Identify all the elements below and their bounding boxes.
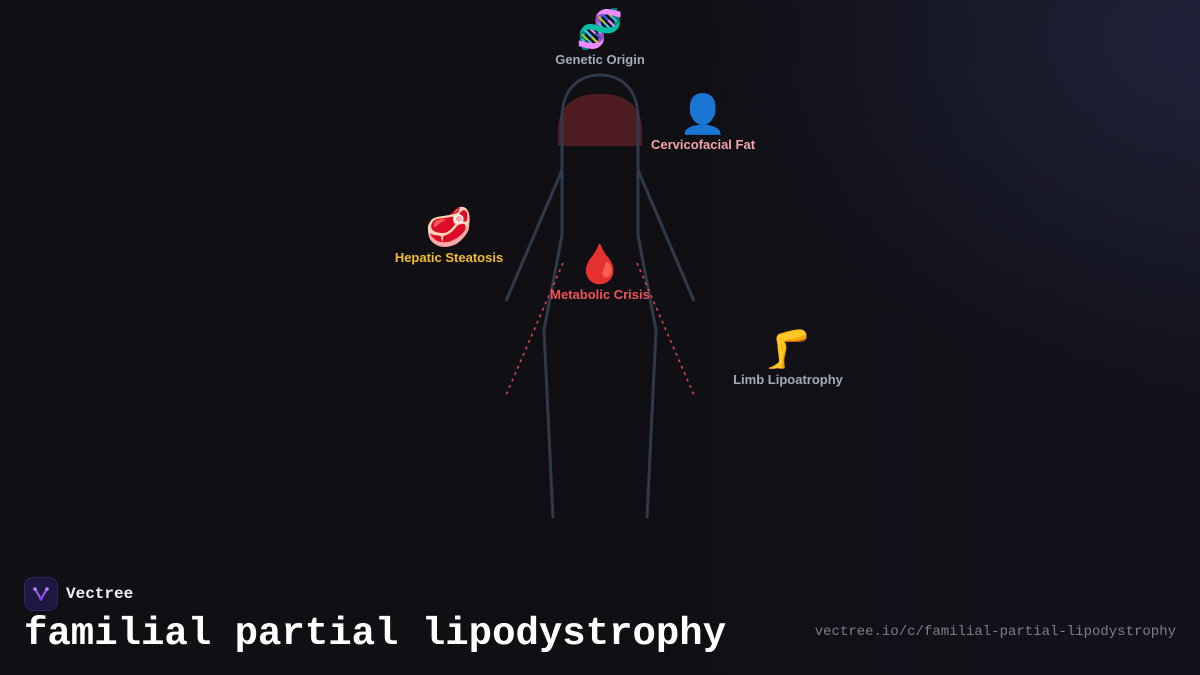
brand[interactable]: Vectree <box>24 577 133 611</box>
person-silhouette-icon: 👤 <box>679 92 727 136</box>
marker-label: Genetic Origin <box>555 52 645 67</box>
marker-genetic-origin: 🧬 Genetic Origin <box>555 8 645 67</box>
marker-metabolic-crisis: 🩸 Metabolic Crisis <box>550 243 650 302</box>
marker-hepatic-steatosis: 🥩 Hepatic Steatosis <box>395 206 503 265</box>
dashed-line-right <box>636 262 695 396</box>
vectree-logo-icon <box>24 577 58 611</box>
marker-label: Hepatic Steatosis <box>394 250 504 265</box>
page-url[interactable]: vectree.io/c/familial-partial-lipodystro… <box>814 624 1176 640</box>
body-arm-right <box>636 169 696 302</box>
marker-label: Limb Lipoatrophy <box>733 372 843 387</box>
page-title: familial partial lipodystrophy <box>24 612 727 656</box>
blood-drop-icon: 🩸 <box>576 242 624 286</box>
dna-icon: 🧬 <box>576 7 624 51</box>
meat-icon: 🥩 <box>425 205 473 249</box>
dashed-line-left <box>505 262 564 396</box>
cervicofacial-fat-region <box>558 94 642 146</box>
marker-cervicofacial-fat: 👤 Cervicofacial Fat <box>651 93 755 152</box>
marker-limb-lipoatrophy: 🦵 Limb Lipoatrophy <box>733 328 843 387</box>
body-torso-left <box>542 170 564 519</box>
body-arm-left <box>504 169 564 302</box>
brand-name: Vectree <box>66 585 134 603</box>
body-head-outline <box>560 73 640 170</box>
marker-label: Cervicofacial Fat <box>650 137 756 152</box>
body-torso-right <box>636 170 658 519</box>
leg-icon: 🦵 <box>764 327 812 371</box>
marker-label: Metabolic Crisis <box>550 287 650 302</box>
